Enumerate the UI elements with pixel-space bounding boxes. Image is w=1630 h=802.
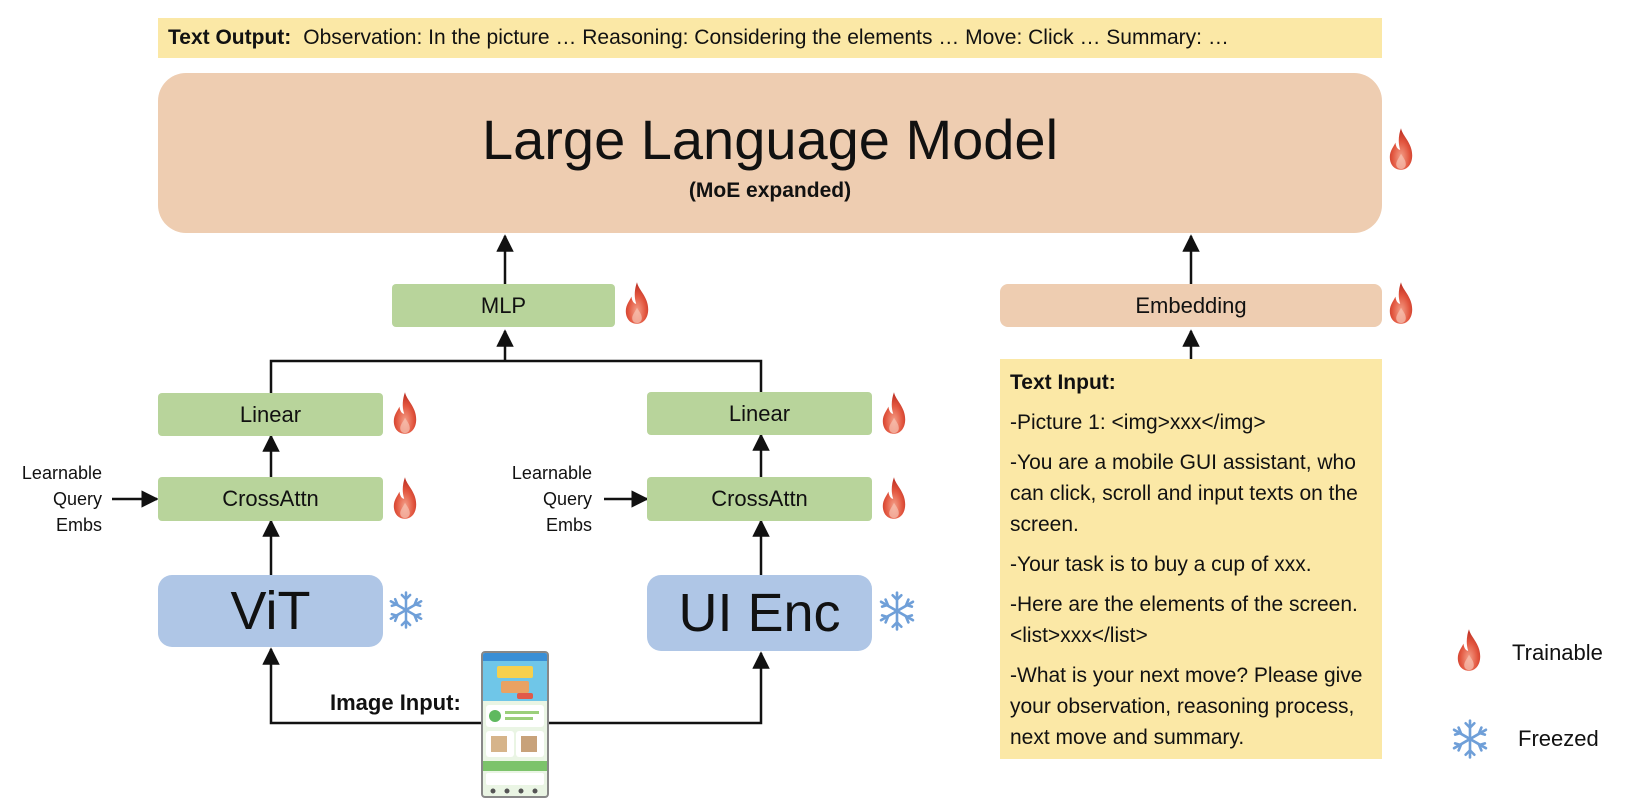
image-to-uienc-line (549, 651, 770, 725)
phone-screenshot-thumbnail (481, 651, 549, 798)
fire-icon (878, 390, 910, 436)
text-input-box: Text Input: -Picture 1: <img>xxx</img> -… (1000, 359, 1382, 759)
llm-subtitle: (MoE expanded) (688, 179, 852, 202)
snowflake-icon (876, 590, 918, 632)
text-input-item: -Picture 1: <img>xxx</img> (1010, 411, 1266, 434)
linear-block-left: Linear (158, 393, 383, 436)
embedding-block: Embedding (1000, 284, 1382, 327)
image-to-vit-line (262, 647, 481, 725)
fire-icon (1385, 280, 1417, 326)
mlp-block: MLP (392, 284, 615, 327)
vit-encoder: ViT (158, 575, 383, 647)
text-input-item: -Your task is to buy a cup of xxx. (1010, 553, 1312, 576)
linear-block-right: Linear (647, 392, 872, 435)
legend-trainable-label: Trainable (1512, 640, 1603, 665)
image-input-label: Image Input: (330, 690, 461, 715)
fire-icon (1453, 627, 1485, 673)
llm-block: Large Language Model (MoE expanded) (158, 73, 1382, 233)
learnable-query-label-left: Learnable Query Embs (21, 463, 102, 535)
ui-encoder: UI Enc (647, 575, 872, 651)
merge-line (269, 359, 763, 393)
fire-icon (878, 475, 910, 521)
text-input-item: -What is your next move? Please give you… (1010, 664, 1363, 749)
snowflake-icon (1449, 718, 1491, 760)
text-output-bar: Text Output: Observation: In the picture… (158, 18, 1382, 58)
snowflake-icon (386, 590, 426, 630)
fire-icon (621, 280, 653, 326)
fire-icon (389, 475, 421, 521)
fire-icon (389, 390, 421, 436)
text-input-title: Text Input: (1010, 371, 1116, 394)
llm-title: Large Language Model (481, 108, 1059, 171)
fire-icon (1385, 126, 1417, 172)
learnable-query-label-right: Learnable Query Embs (511, 463, 592, 535)
crossattn-block-right: CrossAttn (647, 477, 872, 521)
legend-freezed-label: Freezed (1518, 726, 1599, 751)
crossattn-block-left: CrossAttn (158, 477, 383, 521)
text-output-value: Observation: In the picture … Reasoning:… (303, 26, 1229, 49)
text-output-label: Text Output: (168, 26, 292, 49)
text-input-item: -You are a mobile GUI assistant, who can… (1010, 451, 1358, 536)
text-input-item: -Here are the elements of the screen. <l… (1010, 593, 1358, 647)
